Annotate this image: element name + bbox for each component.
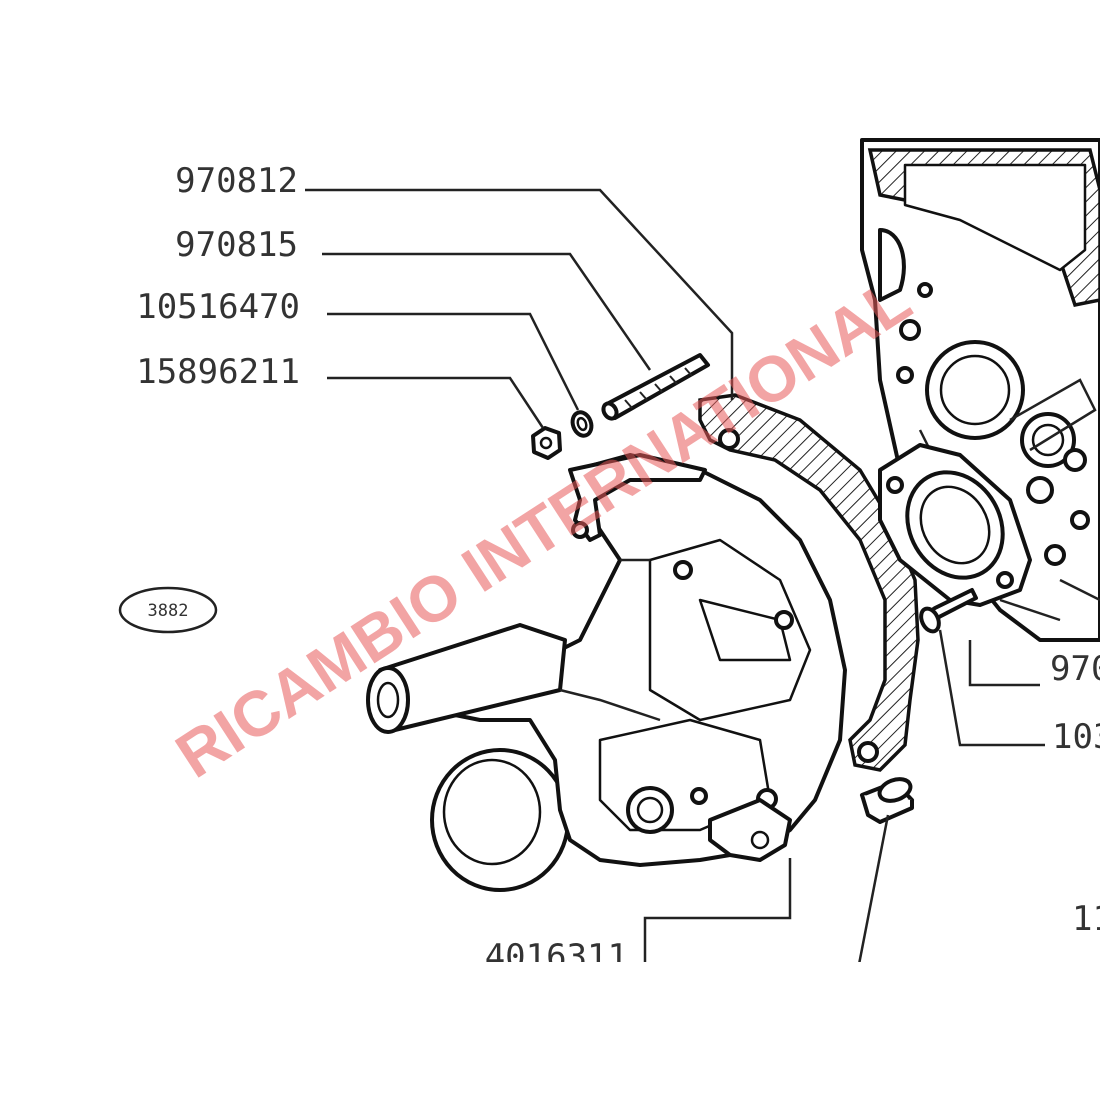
plate-number-badge: 3882 [118,586,218,634]
leader-lines [305,188,1045,986]
label-flange-part-number: 970 [1050,649,1100,689]
label-washer-part-number: 10516470 [136,287,300,327]
plate-number: 3882 [148,601,189,621]
label-gasket-part-number: 970812 [175,161,298,201]
housing [366,453,847,892]
engine-block [860,138,1100,642]
label-nut-part-number: 15896211 [136,352,300,392]
bushing [860,777,914,824]
label-screw-part-number: 103 [1052,717,1100,757]
nut [531,426,562,460]
label-stud-part-number: 970815 [175,225,298,265]
screw [919,588,978,634]
crop-mask [480,962,1100,1002]
stud [601,353,710,421]
flange [878,443,1032,607]
gasket [698,393,920,772]
label-bushing-part-number: 11 [1072,899,1100,939]
washer [570,410,594,438]
